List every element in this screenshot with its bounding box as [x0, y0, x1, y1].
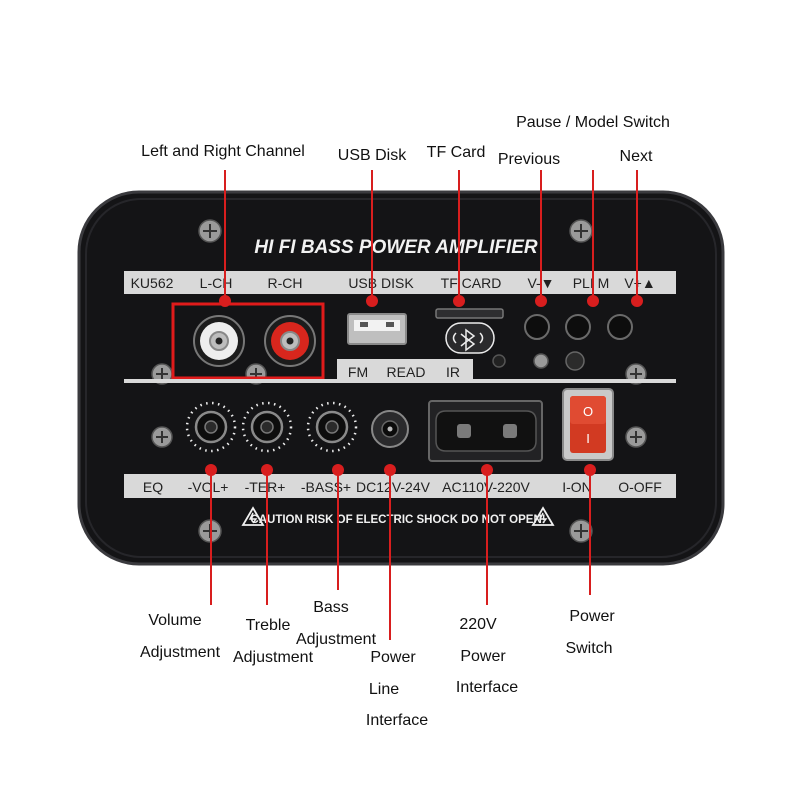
leader-dot [535, 295, 547, 307]
vol-label: -VOL+ [188, 479, 229, 495]
ir-sensor-icon [565, 351, 585, 371]
leader-dot [453, 295, 465, 307]
warning-triangle-icon [241, 506, 265, 526]
screw-icon [198, 219, 222, 243]
caution-text: CAUTION RISK OF ELECTRIC SHOCK DO NOT OP… [250, 514, 545, 526]
leader-dot [332, 464, 344, 476]
leader-dot [366, 295, 378, 307]
callout-volume-line1: Volume [148, 612, 202, 629]
screw-icon [569, 219, 593, 243]
callout-power-switch-line2: Switch [565, 640, 613, 657]
rca-right-jack [264, 315, 316, 367]
previous-button[interactable] [524, 314, 550, 340]
usb-port [347, 313, 407, 345]
callout-220v-line3: Interface [455, 679, 519, 696]
leader-dot [261, 464, 273, 476]
panel-title: HI FI BASS POWER AMPLIFIER [254, 237, 538, 258]
usb-label: USB DISK [348, 275, 414, 291]
mode-label-strip [337, 359, 473, 383]
callout-power-line-line2: Line [368, 681, 400, 698]
power-rocker-switch[interactable] [562, 388, 614, 461]
leader-dot [587, 295, 599, 307]
callout-next: Next [619, 148, 653, 165]
ir-label: IR [446, 364, 460, 380]
panel-inner-bevel [85, 198, 717, 558]
leader-dot [584, 464, 596, 476]
callout-treble-line2: Adjustment [232, 649, 314, 666]
callout-pause-model-switch: Pause / Model Switch [516, 114, 670, 131]
callout-220v-line1: 220V [459, 616, 497, 633]
bluetooth-icon [445, 322, 495, 354]
bass-knob[interactable] [306, 401, 358, 453]
callout-volume-line2: Adjustment [139, 644, 221, 661]
right-channel-label: R-CH [268, 275, 303, 291]
next-label: V+▲ [624, 275, 655, 291]
callout-left-right-channel: Left and Right Channel [141, 143, 305, 160]
treble-knob[interactable] [241, 401, 293, 453]
callout-power-line-line1: Power [370, 649, 416, 666]
callout-treble-line1: Treble [245, 617, 291, 634]
dc-power-jack [371, 410, 409, 448]
off-label: O-OFF [618, 479, 662, 495]
callout-power-line-line3: Interface [365, 712, 429, 729]
tf-card-slot [435, 308, 504, 319]
rca-left-jack [193, 315, 245, 367]
ter-label: -TER+ [245, 479, 286, 495]
plm-label: PLI M [573, 275, 610, 291]
callout-usb-disk: USB Disk [337, 147, 407, 164]
read-label: READ [387, 364, 426, 380]
led-indicator-icon [533, 353, 549, 369]
channel-highlight-box [171, 302, 325, 380]
screw-icon [625, 426, 647, 448]
callout-previous: Previous [497, 151, 561, 168]
mid-divider-strip [473, 379, 676, 383]
leader-dot [631, 295, 643, 307]
on-label: I-ON [562, 479, 592, 495]
fm-label: FM [348, 364, 368, 380]
leader-dot [219, 295, 231, 307]
callout-power-switch-line1: Power [569, 608, 615, 625]
mid-divider-strip-left [124, 379, 337, 383]
callout-220v-line2: Power [460, 648, 506, 665]
next-button[interactable] [607, 314, 633, 340]
warning-triangle-icon [531, 506, 555, 526]
tf-label: TF CARD [441, 275, 502, 291]
switch-off-mark: O [583, 404, 593, 419]
leader-dot [481, 464, 493, 476]
pause-mode-button[interactable] [565, 314, 591, 340]
callout-tf-card: TF Card [426, 144, 486, 161]
top-label-strip [124, 271, 676, 294]
bass-label: -BASS+ [301, 479, 351, 495]
ir-receiver-icon [492, 354, 506, 368]
dc-label: DC12V-24V [356, 479, 431, 495]
eq-label: EQ [143, 479, 163, 495]
model-label: KU562 [131, 275, 174, 291]
switch-on-mark: I [586, 431, 590, 446]
bottom-label-strip [124, 474, 676, 498]
leader-dot [205, 464, 217, 476]
callout-bass-line1: Bass [313, 599, 349, 616]
leader-dot [384, 464, 396, 476]
volume-knob[interactable] [185, 401, 237, 453]
screw-icon [151, 426, 173, 448]
screw-icon [569, 519, 593, 543]
ac-power-socket [428, 400, 543, 462]
left-channel-label: L-CH [200, 275, 233, 291]
callout-lines [205, 170, 643, 640]
callout-bass-line2: Adjustment [295, 631, 377, 648]
